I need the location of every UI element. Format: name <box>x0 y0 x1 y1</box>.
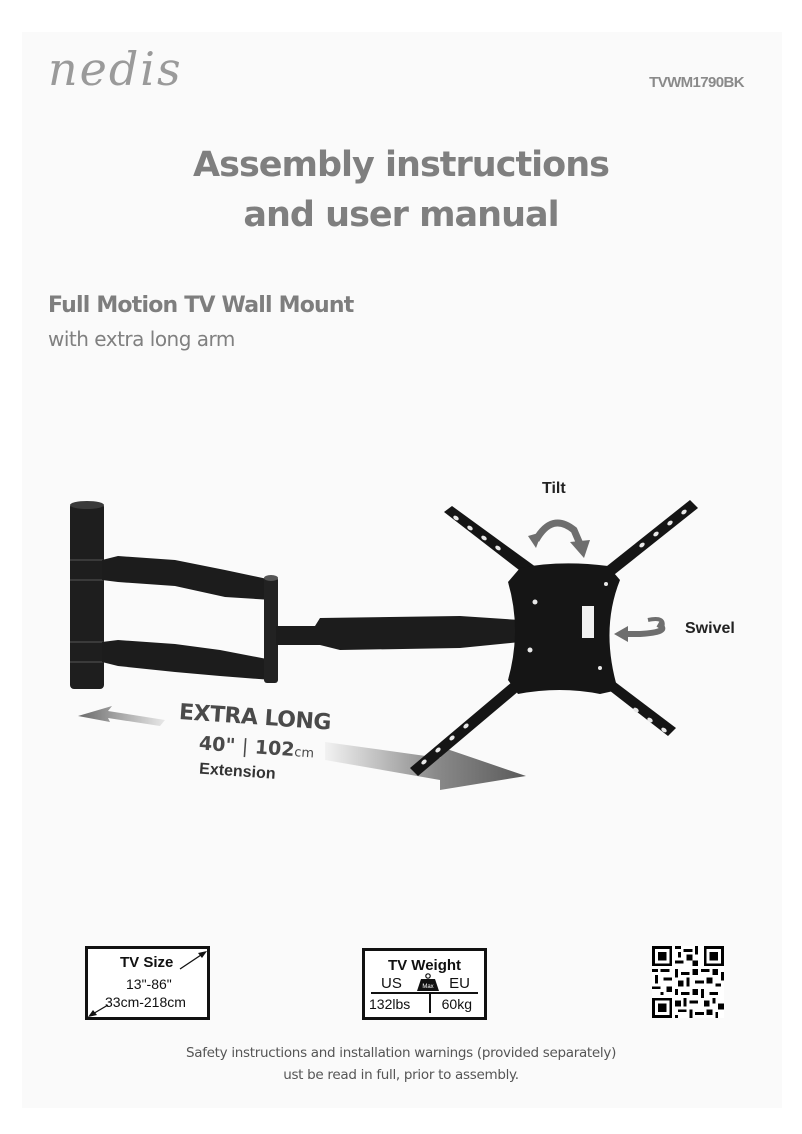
product-subtitle: with extra long arm <box>48 327 235 351</box>
tv-weight-heading: TV Weight <box>387 957 462 974</box>
model-number: TVWM1790BK <box>649 74 744 91</box>
extension-inches: 40" <box>198 732 237 757</box>
extension-cm-value: 102 <box>254 736 296 762</box>
tilt-label: Tilt <box>542 480 566 497</box>
tv-weight-badge: TV Weight US Max EU 132lbs 60kg <box>362 948 487 1020</box>
wall-mount-illustration <box>70 500 698 790</box>
extension-cm-unit: cm <box>293 745 315 762</box>
inner-arms <box>102 556 278 683</box>
page-title: Assembly instructions and user manual <box>0 140 802 240</box>
us-label: US <box>381 975 402 992</box>
diagonal-arrow-icon <box>88 951 207 1017</box>
title-line-1: Assembly instructions <box>193 145 610 185</box>
swivel-label: Swivel <box>685 620 735 637</box>
tv-size-heading: TV Size <box>120 954 174 971</box>
extension-left-arrow-icon <box>78 706 165 726</box>
safety-notice-line-2: ust be read in full, prior to assembly. <box>283 1067 519 1083</box>
tv-size-badge: TV Size 13"-86" 33cm-218cm <box>85 946 210 1020</box>
product-name: Full Motion TV Wall Mount <box>48 293 354 318</box>
safety-notice-line-1: Safety instructions and installation war… <box>185 1045 617 1061</box>
long-arm <box>276 616 520 650</box>
title-line-2: and user manual <box>243 195 559 235</box>
extension-callout: EXTRA LONG 40" | 102cm Extension <box>175 700 331 787</box>
safety-notice: Safety instructions and installation war… <box>0 1042 802 1086</box>
eu-label: EU <box>449 975 470 992</box>
nedis-logo: nedis <box>48 42 183 96</box>
extension-length: 40" | 102cm <box>198 732 329 763</box>
tv-size-inches: 13"-86" <box>126 976 172 992</box>
tilt-arrow-icon <box>528 519 590 558</box>
wall-plate <box>70 501 104 689</box>
divider <box>371 992 478 994</box>
vesa-bracket <box>410 500 698 776</box>
qr-code-icon[interactable] <box>652 946 724 1018</box>
tv-size-cm: 33cm-218cm <box>105 994 186 1010</box>
svg-text:Max: Max <box>422 984 433 990</box>
swivel-arrow-icon <box>614 617 666 642</box>
weight-max-icon: Max <box>417 973 439 991</box>
divider-vertical <box>429 993 431 1013</box>
separator: | <box>241 735 250 758</box>
us-weight-value: 132lbs <box>369 996 411 1012</box>
eu-weight-value: 60kg <box>441 996 472 1012</box>
